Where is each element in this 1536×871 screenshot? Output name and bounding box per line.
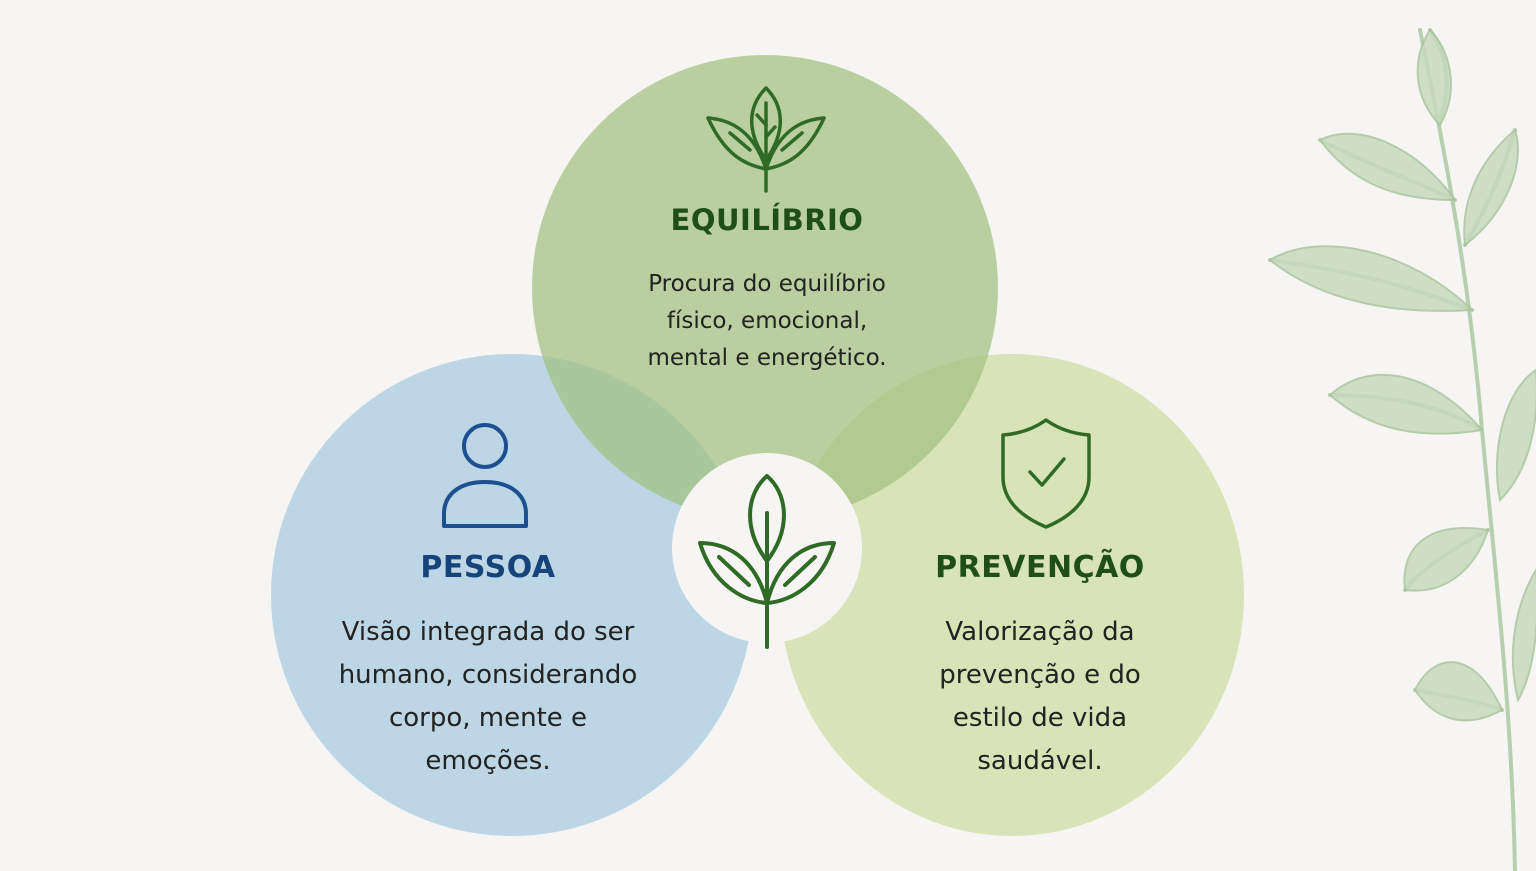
equilibrio-title: EQUILÍBRIO	[670, 203, 864, 237]
person-icon	[442, 423, 528, 528]
prevencao-description: Valorização da prevenção e do estilo de …	[939, 617, 1141, 776]
pessoa-description: Visão integrada do ser humano, considera…	[338, 617, 638, 776]
sprout-icon	[698, 474, 836, 649]
equilibrio-description: Procura do equilíbrio físico, emocional,…	[647, 271, 887, 371]
shield-check-icon	[1001, 418, 1091, 529]
leaf-branch-decoration	[1268, 28, 1536, 871]
prevencao-title: PREVENÇÃO	[935, 550, 1145, 585]
leaves-icon	[706, 86, 826, 193]
pessoa-title: PESSOA	[420, 550, 556, 585]
